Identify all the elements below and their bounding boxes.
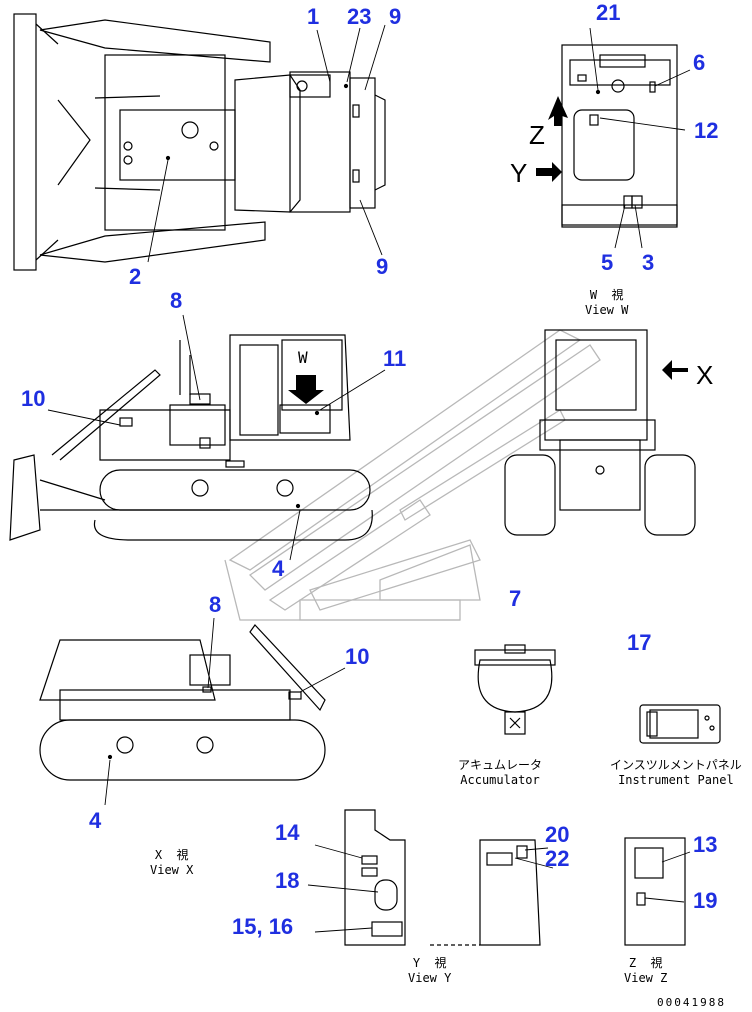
callout-4-side: 4 xyxy=(272,556,285,581)
callout-10-side: 10 xyxy=(21,386,46,411)
callout-9-top: 9 xyxy=(389,4,402,29)
side-view-dozer xyxy=(9,334,373,541)
callout-22: 22 xyxy=(545,846,570,871)
caption-view-x: X 視 View X xyxy=(150,848,194,877)
callout-17: 17 xyxy=(627,630,652,655)
callout-3: 3 xyxy=(642,250,655,275)
callout-13: 13 xyxy=(693,832,718,857)
callout-15-16: 15, 16 xyxy=(232,914,294,939)
callout-9-bottom: 9 xyxy=(376,254,389,279)
caption-accumulator: アキュムレータ Accumulator xyxy=(458,758,543,787)
callout-18: 18 xyxy=(275,868,300,893)
w-marker-label: W xyxy=(298,348,308,367)
arrows-view-w xyxy=(288,96,688,404)
callout-6: 6 xyxy=(693,50,706,75)
view-x-dozer xyxy=(504,329,696,536)
callout-11: 11 xyxy=(383,346,407,371)
callout-7: 7 xyxy=(509,586,522,611)
caption-view-w: W 視 View W xyxy=(585,288,629,317)
callout-12: 12 xyxy=(694,118,719,143)
callout-10-lower: 10 xyxy=(345,644,370,669)
view-letter-z: Z xyxy=(529,120,545,150)
caption-instrument-panel: インスツルメントパネル Instrument Panel xyxy=(610,758,742,787)
callout-8-lower: 8 xyxy=(209,592,222,617)
view-x-lower xyxy=(39,624,326,781)
view-letter-y: Y xyxy=(510,158,528,188)
view-y-drawings xyxy=(344,809,541,946)
instrument-panel-drawing xyxy=(639,704,721,744)
callout-4-lower: 4 xyxy=(89,808,102,833)
view-w-panel xyxy=(561,44,678,228)
caption-view-z: Z 視 View Z xyxy=(624,956,668,985)
callout-20: 20 xyxy=(545,822,570,847)
leader-lines xyxy=(47,24,691,933)
callout-14: 14 xyxy=(275,820,300,845)
callout-19: 19 xyxy=(693,888,718,913)
callout-23: 23 xyxy=(347,4,372,29)
view-letter-x: X xyxy=(696,360,714,390)
callout-1: 1 xyxy=(307,4,320,29)
callout-2: 2 xyxy=(129,264,142,289)
accumulator-drawing xyxy=(474,644,556,735)
callout-5: 5 xyxy=(601,250,614,275)
caption-view-y: Y 視 View Y xyxy=(408,956,452,985)
callout-8-side: 8 xyxy=(170,288,183,313)
top-view-dozer xyxy=(13,13,386,271)
view-z-drawing xyxy=(624,837,686,946)
document-number: 00041988 xyxy=(657,996,726,1009)
callout-21: 21 xyxy=(596,0,621,25)
